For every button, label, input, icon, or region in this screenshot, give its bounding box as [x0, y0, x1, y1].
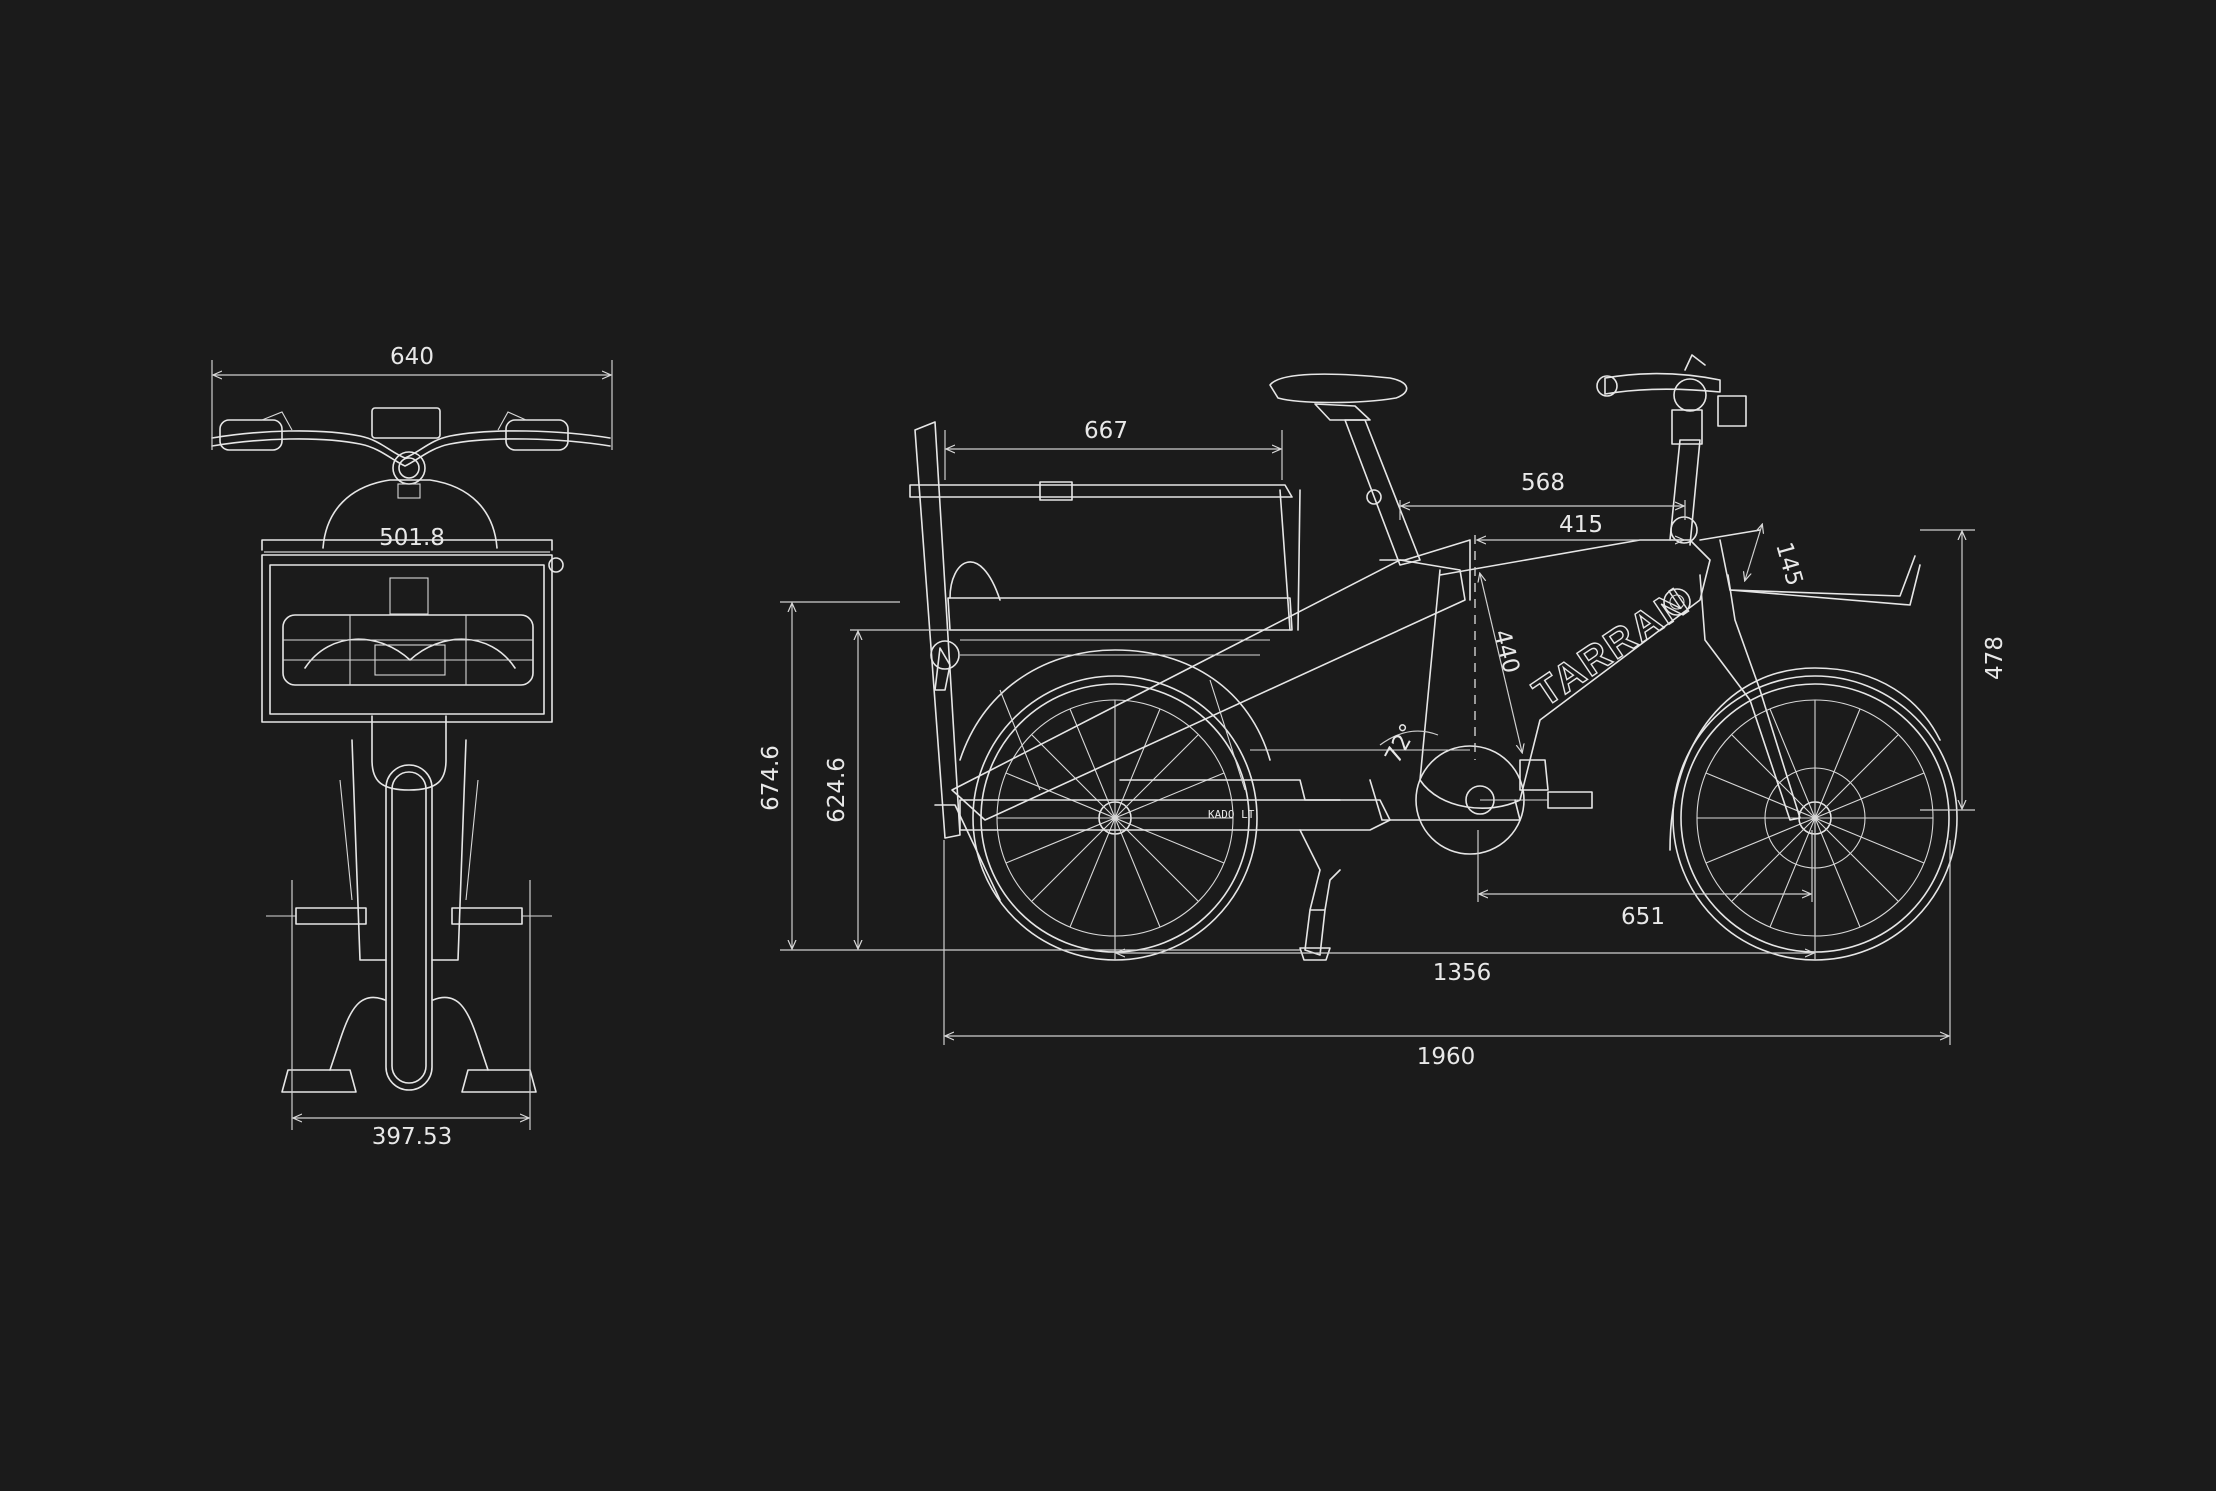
- dim-label-624-6: 624.6: [824, 757, 850, 823]
- front-dimensions: [211, 360, 613, 1130]
- dim-label-397-53: 397.53: [372, 1124, 452, 1150]
- dim-label-651: 651: [1621, 904, 1665, 930]
- headlight-housing: [322, 479, 498, 549]
- saddle: [1269, 373, 1421, 566]
- front-basket: [261, 539, 564, 723]
- dim-label-640: 640: [390, 344, 434, 370]
- front-view: 640 501.8 397.53: [211, 344, 613, 1150]
- stem-and-handlebar: [1596, 354, 1747, 546]
- dim-label-440: 440: [1488, 627, 1524, 676]
- dim-label-674-6: 674.6: [758, 745, 784, 811]
- handlebar: [211, 407, 611, 499]
- front-wheel-front-view: [339, 715, 479, 1091]
- dim-label-72-deg: 72°: [1380, 720, 1422, 768]
- dim-label-1960: 1960: [1417, 1044, 1476, 1070]
- frame: [951, 539, 1801, 961]
- front-wheel: [1669, 667, 1958, 961]
- dim-label-501-8: 501.8: [379, 525, 445, 551]
- rear-rack: [909, 421, 1301, 901]
- brand-logo-text: TARRAN: [1525, 579, 1697, 715]
- dim-label-667: 667: [1084, 418, 1128, 444]
- dim-label-568: 568: [1521, 470, 1565, 496]
- dim-label-145: 145: [1770, 539, 1807, 588]
- dim-label-415: 415: [1559, 512, 1603, 538]
- dim-label-478: 478: [1982, 636, 2008, 680]
- side-dimensions: [780, 430, 1975, 1045]
- pedals-and-stand: [266, 907, 552, 1093]
- dim-label-1356: 1356: [1433, 960, 1492, 986]
- model-text: KADO LT: [1208, 808, 1255, 821]
- side-view: TARRAN KADO LT: [758, 354, 2008, 1070]
- side-front-basket: [1699, 529, 1921, 606]
